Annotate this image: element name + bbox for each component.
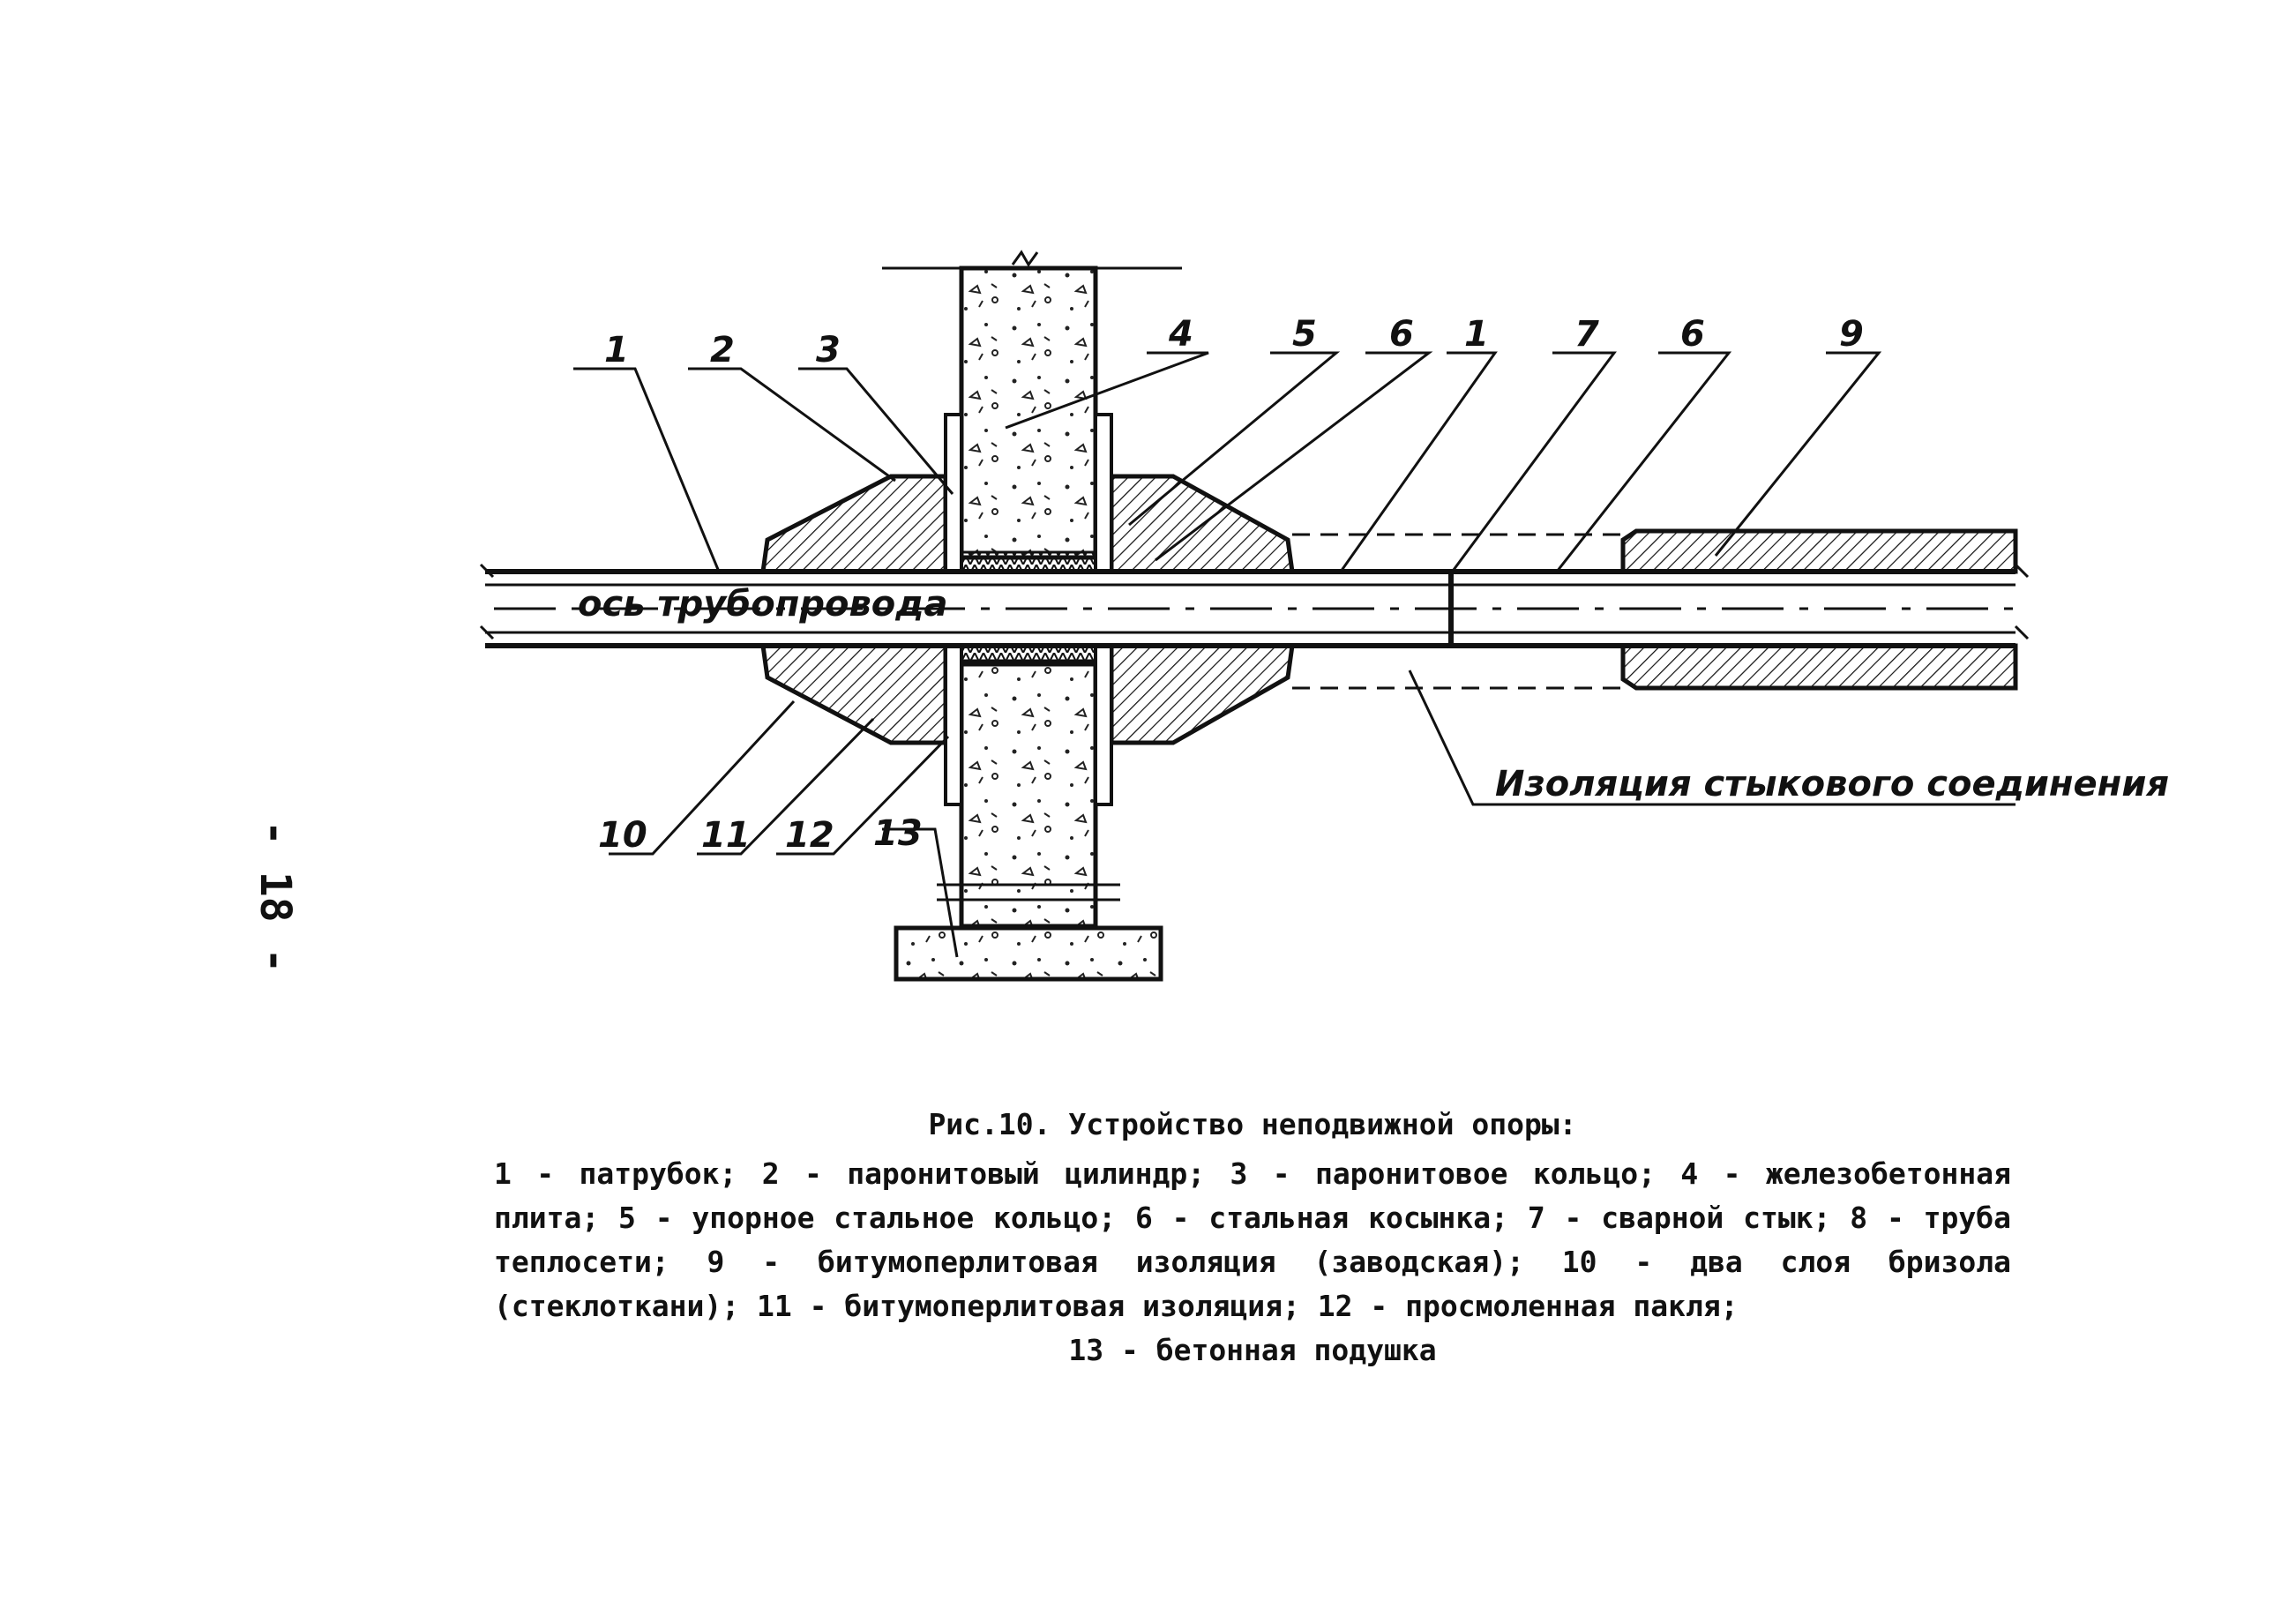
concrete-cushion — [894, 925, 1163, 982]
callout-12: 12 — [785, 815, 834, 856]
callout-1-left: 1 — [604, 330, 629, 370]
callout-11: 11 — [701, 815, 751, 856]
callout-10: 10 — [598, 815, 647, 856]
pipe-axis-label: ось трубопровода — [578, 584, 948, 625]
caption-body: 1 - патрубок; 2 - паронитовый цилиндр; 3… — [494, 1156, 2011, 1323]
joint-insulation-outline — [1292, 533, 1623, 690]
factory-insulation — [1620, 528, 2018, 691]
callout-2: 2 — [710, 330, 735, 370]
caption-last-line: 13 - бетонная подушка — [1068, 1333, 1437, 1367]
leader-lines — [573, 351, 2016, 958]
callout-9: 9 — [1839, 314, 1864, 355]
callout-6-right: 6 — [1680, 314, 1705, 355]
page-number: - 18 - — [251, 820, 300, 974]
callout-13: 13 — [873, 813, 923, 854]
callout-labels: 1 2 3 4 5 6 1 7 6 9 10 11 12 13 — [598, 314, 1864, 856]
callout-5: 5 — [1292, 314, 1317, 355]
caption-title: Рис.10. Устройство неподвижной опоры: — [928, 1107, 1577, 1141]
callout-4: 4 — [1168, 314, 1193, 355]
joint-insulation-label: Изоляция стыкового соединения — [1495, 764, 2169, 804]
callout-1-right: 1 — [1464, 314, 1489, 355]
lower-insulation — [760, 643, 1295, 806]
callout-7: 7 — [1574, 314, 1599, 355]
callout-3: 3 — [816, 330, 841, 370]
figure-caption: Рис.10. Устройство неподвижной опоры: 1 … — [494, 1103, 2011, 1373]
callout-6-left: 6 — [1389, 314, 1414, 355]
